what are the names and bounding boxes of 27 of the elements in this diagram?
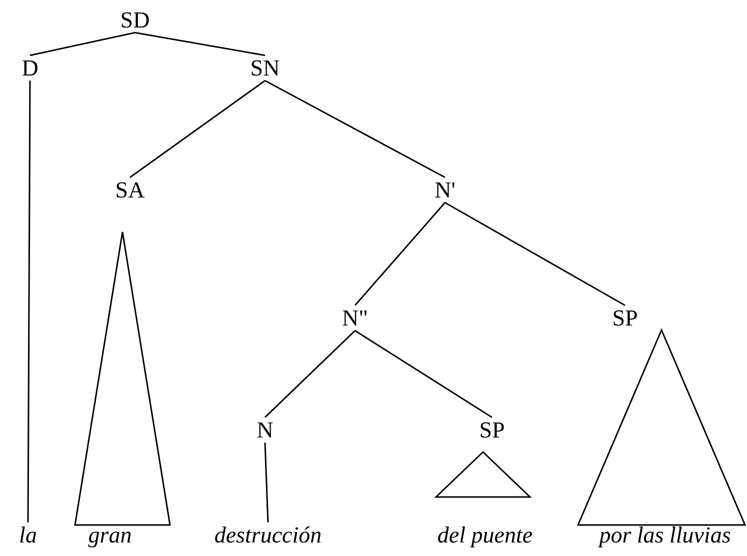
roof-triangle: [578, 330, 745, 525]
branch-line: [354, 202, 446, 306]
word-label: destrucción: [214, 522, 322, 548]
word-label: gran: [88, 522, 132, 548]
word-label: por las lluvias: [599, 522, 731, 548]
category-label: SP: [612, 305, 638, 331]
word-label: la: [19, 522, 37, 548]
category-label: SN: [250, 55, 280, 81]
branch-line: [444, 202, 626, 306]
category-label: N': [434, 177, 456, 203]
branch-line: [354, 330, 492, 418]
branch-line: [27, 80, 31, 522]
category-label: N: [256, 417, 274, 443]
category-label: SA: [115, 177, 145, 203]
roof-triangle: [436, 452, 530, 497]
branch-line: [264, 80, 446, 178]
category-label: SD: [120, 7, 150, 33]
branch-line: [264, 442, 269, 522]
roof-triangle: [75, 232, 170, 525]
branch-line: [30, 32, 136, 56]
category-label: SP: [479, 417, 505, 443]
category-label: N": [342, 305, 368, 331]
category-label: D: [22, 55, 38, 81]
branch-line: [130, 80, 266, 178]
word-label: del puente: [437, 522, 533, 548]
branch-line: [264, 330, 356, 418]
branch-line: [134, 32, 266, 56]
